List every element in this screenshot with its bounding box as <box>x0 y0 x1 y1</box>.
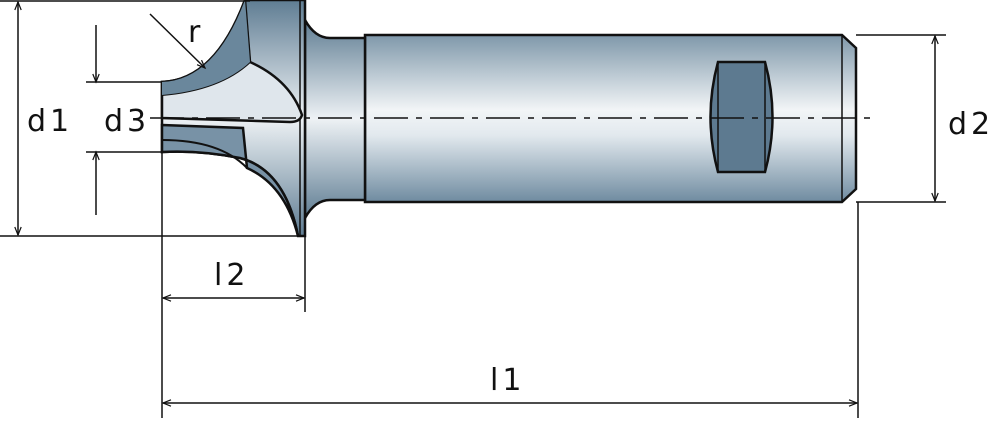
l1-label: l1 <box>490 363 525 398</box>
d3-label: d3 <box>104 104 150 139</box>
radius-leader <box>149 13 207 70</box>
d2-label: d2 <box>948 107 994 142</box>
radius-label: r <box>188 15 204 50</box>
clamping-flat <box>709 60 774 174</box>
d1-label: d1 <box>27 104 73 139</box>
lower-tooth <box>160 123 300 237</box>
neck <box>303 15 367 223</box>
l2-label: l2 <box>214 258 249 293</box>
